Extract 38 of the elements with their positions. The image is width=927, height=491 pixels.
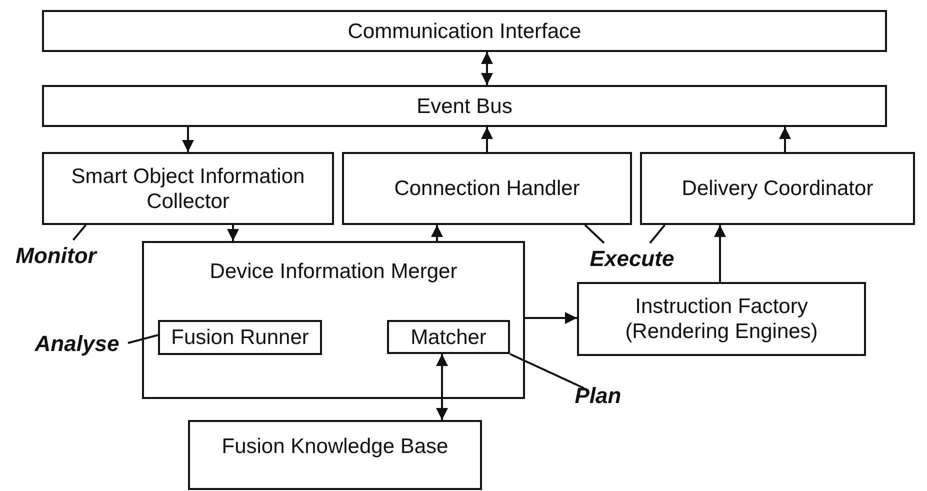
phase-label: Analyse xyxy=(34,330,120,356)
box-label: Smart Object Information Collector xyxy=(70,164,306,214)
phase-label: Monitor xyxy=(16,242,96,268)
arrow xyxy=(779,127,791,152)
box-label: Fusion Runner xyxy=(171,325,309,350)
leader-line xyxy=(128,334,158,344)
process-box xyxy=(188,420,482,490)
box-label: Fusion Knowledge Base xyxy=(222,434,448,459)
phase-label: Execute xyxy=(590,246,674,270)
leader-line xyxy=(584,224,605,244)
process-box xyxy=(640,152,915,225)
process-box xyxy=(342,152,632,225)
process-box xyxy=(142,241,525,399)
box-label: Event Bus xyxy=(416,94,512,118)
arrow xyxy=(525,312,577,324)
process-box xyxy=(387,320,510,354)
box-label: Connection Handler xyxy=(394,176,580,201)
arrow xyxy=(714,225,726,282)
process-box xyxy=(42,85,887,127)
box-label: Device Information Merger xyxy=(210,259,458,284)
arrow xyxy=(436,354,448,420)
process-box xyxy=(577,282,866,356)
box-label: Instruction Factory (Rendering Engines) xyxy=(624,294,819,344)
arrow xyxy=(481,52,493,85)
arrow xyxy=(227,225,239,241)
process-box xyxy=(42,152,334,225)
leader-line xyxy=(649,224,666,244)
box-label: Communication Interface xyxy=(348,18,582,44)
box-label: Matcher xyxy=(410,324,486,350)
leader-line xyxy=(510,353,584,389)
phase-label: Plan xyxy=(574,382,622,408)
arrow xyxy=(431,225,443,241)
arrow xyxy=(182,127,194,152)
process-box xyxy=(158,320,322,355)
process-box xyxy=(42,10,887,52)
leader-line xyxy=(72,224,87,241)
box-label: Delivery Coordinator xyxy=(682,176,874,201)
arrow xyxy=(481,127,493,152)
